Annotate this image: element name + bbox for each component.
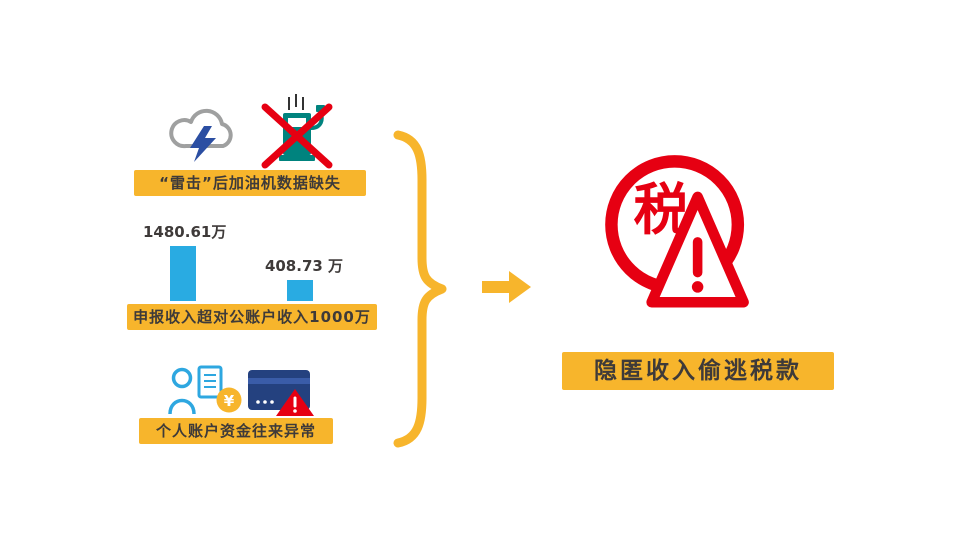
tax-warning-icon: 税 bbox=[605, 155, 749, 308]
label-income-exceeds: 申报收入超对公账户收入1000万 bbox=[127, 304, 377, 330]
label-abnormal-account: 个人账户资金往来异常 bbox=[139, 418, 333, 444]
bar-account-income bbox=[287, 280, 313, 301]
cloud-lightning-icon bbox=[169, 108, 233, 162]
card-warning-triangle-icon bbox=[276, 389, 314, 416]
yuan-symbol: ¥ bbox=[224, 392, 235, 410]
personal-account-icons: ¥ bbox=[168, 365, 314, 416]
red-x-icon bbox=[261, 103, 333, 169]
curly-brace bbox=[393, 130, 447, 448]
bank-card-icon bbox=[248, 370, 314, 416]
document-icon bbox=[197, 365, 223, 399]
coin-icon: ¥ bbox=[216, 387, 242, 413]
label-pump-data-loss: “雷击”后加油机数据缺失 bbox=[134, 170, 366, 196]
bar-value-declared: 1480.61万 bbox=[143, 223, 227, 241]
label-result-tax-evasion: 隐匿收入偷逃税款 bbox=[562, 352, 834, 390]
bar-value-account: 408.73 万 bbox=[264, 257, 344, 275]
warning-triangle-icon bbox=[646, 191, 749, 308]
person-icon bbox=[168, 367, 196, 415]
fuel-pump-crossed-icon bbox=[261, 94, 333, 169]
arrow-right-icon bbox=[482, 271, 531, 303]
bar-declared-income bbox=[170, 246, 196, 301]
